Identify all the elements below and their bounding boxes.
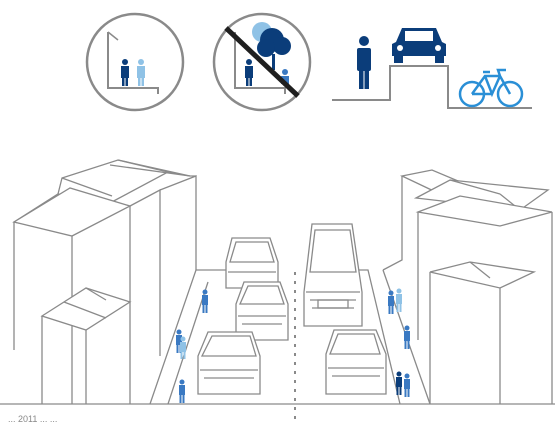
pedestrian-car-bicycle-levels-icon — [332, 28, 532, 108]
pedestrian-left-3 — [180, 337, 186, 360]
right-buildings — [383, 170, 552, 404]
white-car-left-middle — [236, 282, 288, 340]
pedestrian-right-1 — [388, 291, 394, 315]
pedestrian-right-2 — [396, 289, 402, 313]
white-van — [304, 224, 362, 326]
street-scene — [0, 160, 555, 424]
left-buildings — [14, 160, 196, 404]
pedestrian-right-5 — [404, 374, 410, 398]
pedestrian-left-4 — [179, 380, 185, 404]
white-car-left-front — [198, 332, 260, 394]
white-car-left-back — [226, 238, 278, 288]
no-trees-on-sidewalk-icon — [214, 14, 310, 110]
pedestrian-left-1 — [202, 290, 208, 314]
figure-caption: ... 2011 ... ... — [8, 414, 57, 424]
sidewalk-pedestrians-icon — [87, 14, 183, 110]
white-car-right-front — [326, 330, 386, 394]
pedestrian-right-4 — [396, 372, 402, 396]
pedestrian-right-3 — [404, 326, 410, 350]
